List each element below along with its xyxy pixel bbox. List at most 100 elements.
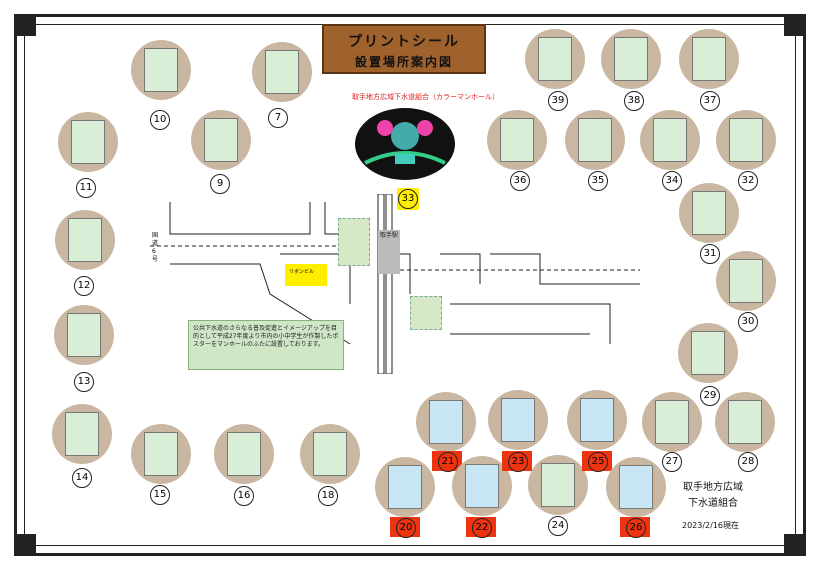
location-number: 7: [268, 108, 288, 128]
manhole-poster-15: [131, 424, 191, 484]
manhole-poster-30: [716, 251, 776, 311]
manhole-poster-38: [601, 29, 661, 89]
location-number: 30: [738, 312, 758, 332]
location-number: 16: [234, 486, 254, 506]
manhole-caption: 取手地方広域下水道組合（カラーマンホール）: [352, 93, 499, 101]
location-number: 21: [438, 452, 458, 472]
location-number: 27: [662, 452, 682, 472]
info-note: 公共下水道のさらなる普及促進とイメージアップを目的として平成27年度より市内の小…: [188, 320, 344, 370]
poster-image: [227, 432, 261, 476]
manhole-poster-25: [567, 390, 627, 450]
location-number: 38: [624, 91, 644, 111]
title-board: プリントシール 設置場所案内図: [322, 24, 486, 74]
corner-tr: [784, 14, 806, 36]
manhole-poster-16: [214, 424, 274, 484]
poster-image: [144, 48, 178, 92]
manhole-poster-12: [55, 210, 115, 270]
org-line2: 下水道組合: [688, 498, 738, 509]
manhole-poster-36: [487, 110, 547, 170]
manhole-poster-11: [58, 112, 118, 172]
location-number: 23: [508, 452, 528, 472]
manhole-poster-35: [565, 110, 625, 170]
location-number: 15: [150, 485, 170, 505]
location-number: 12: [74, 276, 94, 296]
manhole-poster-28: [715, 392, 775, 452]
location-number: 34: [662, 171, 682, 191]
manhole-poster-13: [54, 305, 114, 365]
manhole-poster-39: [525, 29, 585, 89]
poster-image: [580, 398, 614, 442]
poster-image: [653, 118, 687, 162]
location-number: 25: [588, 452, 608, 472]
poster-image: [728, 400, 762, 444]
poster-image: [204, 118, 238, 162]
manhole-poster-29: [678, 323, 738, 383]
poster-image: [465, 464, 499, 508]
manhole-poster-32: [716, 110, 776, 170]
location-number: 31: [700, 244, 720, 264]
manhole-poster-34: [640, 110, 700, 170]
corner-bl: [14, 534, 36, 556]
manhole-poster-27: [642, 392, 702, 452]
poster-image: [692, 37, 726, 81]
location-number: 10: [150, 110, 170, 130]
poster-image: [68, 218, 102, 262]
corner-br: [784, 534, 806, 556]
organization-name: 取手地方広域 下水道組合: [683, 480, 743, 512]
location-number: 32: [738, 171, 758, 191]
manhole-poster-18: [300, 424, 360, 484]
route-label: 国道6号: [152, 232, 159, 263]
location-number: 35: [588, 171, 608, 191]
area-map: [150, 194, 640, 374]
location-number: 20: [396, 518, 416, 538]
poster-image: [265, 50, 299, 94]
manhole-poster-31: [679, 183, 739, 243]
location-number: 9: [210, 174, 230, 194]
manhole-cover-image: [355, 108, 455, 180]
poster-image: [65, 412, 99, 456]
rotary-west: [338, 218, 370, 266]
manhole-poster-10: [131, 40, 191, 100]
poster-image: [655, 400, 689, 444]
location-number: 18: [318, 486, 338, 506]
location-number: 39: [548, 91, 568, 111]
rotary-east: [410, 296, 442, 330]
manhole-poster-37: [679, 29, 739, 89]
poster-image: [388, 465, 422, 509]
poster-image: [429, 400, 463, 444]
manhole-poster-26: [606, 457, 666, 517]
poster-image: [501, 398, 535, 442]
poster-image: [541, 463, 575, 507]
location-number: 37: [700, 91, 720, 111]
poster-image: [614, 37, 648, 81]
location-number: 28: [738, 452, 758, 472]
station-label: 取手駅: [378, 230, 400, 274]
poster-image: [313, 432, 347, 476]
location-number: 14: [72, 468, 92, 488]
location-number: 11: [76, 178, 96, 198]
manhole-poster-21: [416, 392, 476, 452]
poster-image: [538, 37, 572, 81]
yellow-building-label: リボンビル: [289, 269, 315, 275]
location-number: 24: [548, 516, 568, 536]
location-number-33: 33: [398, 189, 418, 209]
poster-image: [578, 118, 612, 162]
location-number: 26: [626, 518, 646, 538]
location-number: 22: [472, 518, 492, 538]
org-line1: 取手地方広域: [683, 482, 743, 493]
poster-image: [691, 331, 725, 375]
title-line1: プリントシール: [348, 34, 460, 50]
poster-image: [67, 313, 101, 357]
poster-image: [500, 118, 534, 162]
manhole-poster-14: [52, 404, 112, 464]
location-number: 13: [74, 372, 94, 392]
location-number: 29: [700, 386, 720, 406]
poster-image: [692, 191, 726, 235]
manhole-poster-7: [252, 42, 312, 102]
manhole-poster-23: [488, 390, 548, 450]
poster-image: [619, 465, 653, 509]
poster-image: [71, 120, 105, 164]
manhole-poster-20: [375, 457, 435, 517]
outer-frame: [14, 14, 806, 556]
manhole-poster-9: [191, 110, 251, 170]
